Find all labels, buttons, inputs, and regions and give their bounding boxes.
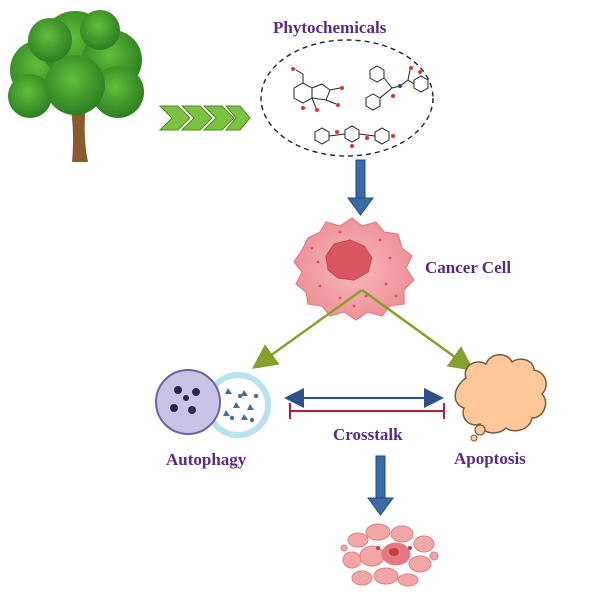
- down-arrow-to-cell: [347, 159, 374, 216]
- fragmented-cell-icon: [340, 523, 439, 587]
- arrow-to-autophagy: [251, 288, 363, 369]
- apoptosis-label: Apoptosis: [454, 449, 526, 468]
- phytochemicals-label: Phytochemicals: [273, 18, 387, 37]
- crosstalk-inhibition-line: [289, 403, 445, 419]
- crosstalk-label: Crosstalk: [333, 425, 403, 444]
- cancer-cell-icon: [293, 217, 415, 321]
- apoptotic-cell-icon: [454, 354, 547, 442]
- autophagosome-icon: [155, 369, 271, 438]
- molecule-structures-icon: [291, 65, 429, 148]
- arrow-to-apoptosis: [361, 288, 475, 371]
- chevron-arrows-icon: [158, 105, 251, 131]
- down-arrow-to-cell-death: [367, 455, 394, 516]
- phytochemicals-circle: [260, 39, 434, 157]
- cancer-cell-label: Cancer Cell: [425, 258, 512, 277]
- tree-icon: [8, 10, 144, 162]
- autophagy-label: Autophagy: [166, 450, 247, 469]
